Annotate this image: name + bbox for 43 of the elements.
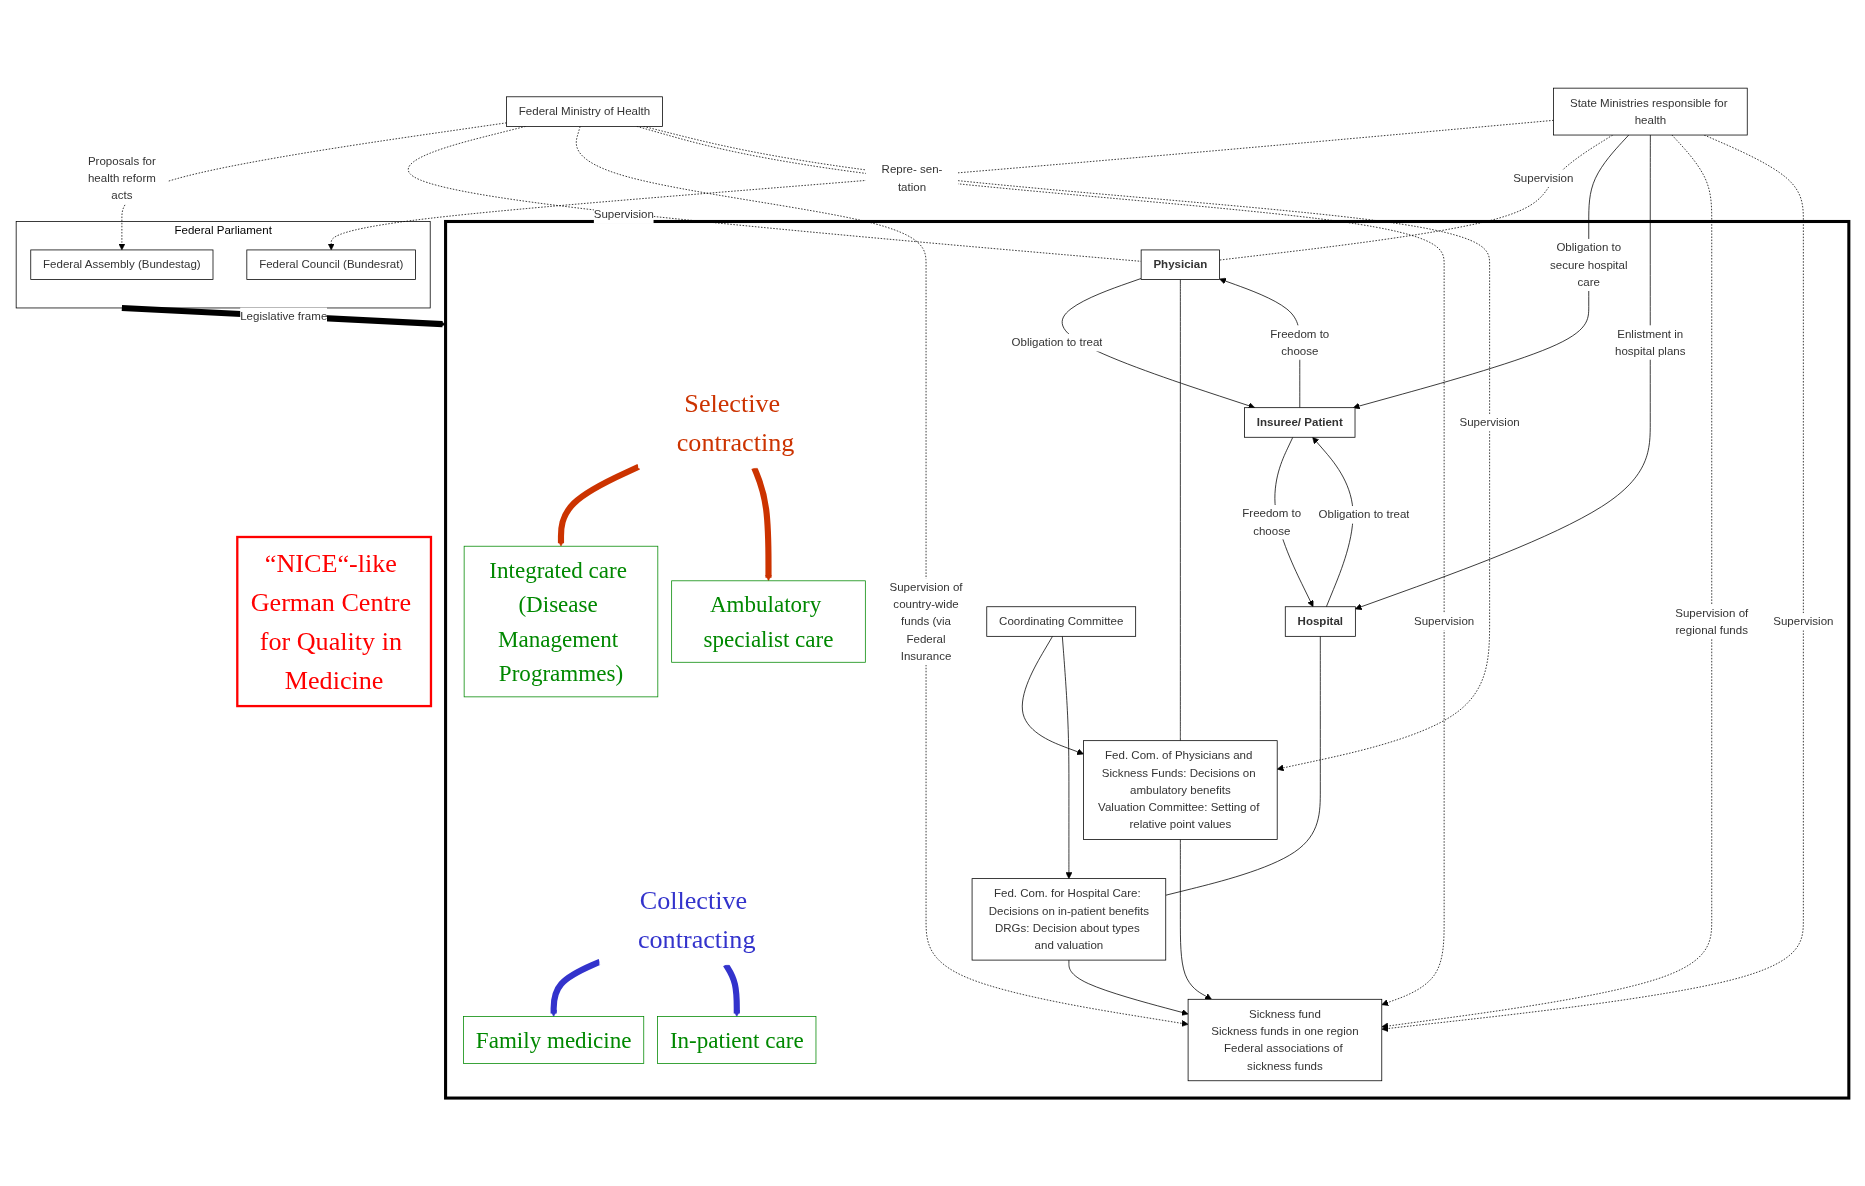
arrow [550, 958, 602, 1017]
node-box: Sickness fund Sickness funds in one region Federal associations of sickness funds [1187, 998, 1383, 1082]
edge-label: Repre- sen- tation [881, 162, 943, 193]
edge-label: Obligation to treat [1011, 335, 1103, 349]
node-box: “NICE“-like German Centre for Quality in Medicine [236, 535, 433, 708]
arrow [121, 304, 446, 328]
node-box: Physician [1140, 249, 1220, 280]
node-box: Federal Council (Bundesrat) [246, 249, 416, 280]
node-text: Selective contracting [676, 388, 795, 457]
node-box: Federal Assembly (Bundestag) [30, 249, 214, 280]
edge-label: Supervision [1459, 415, 1520, 429]
edge-label: Freedom to choose [1242, 506, 1302, 537]
cluster [444, 219, 1851, 1100]
edge-label: Obligation to secure hospital care [1549, 240, 1628, 288]
connector [1165, 635, 1321, 896]
arrow [751, 466, 772, 581]
node-box: Family medicine [463, 1016, 645, 1064]
node-box: Ambulatory specialist care [671, 580, 866, 663]
edge-label: Supervision of country-wide funds (via Federal Insurance [889, 579, 963, 662]
node-box: Hospital [1284, 606, 1356, 637]
edge-label: Freedom to choose [1270, 326, 1330, 358]
node-box: In-patient care [657, 1016, 817, 1064]
edge-label: Enlistment in hospital plans [1614, 326, 1686, 358]
edge-label: Legislative frame [240, 308, 328, 322]
node-box: Coordinating Committee [986, 606, 1137, 637]
edge-label: Supervision of regional funds [1675, 605, 1749, 637]
node-text: Collective contracting [637, 885, 756, 954]
edge-label: Obligation to treat [1318, 507, 1410, 521]
edge-label: Proposals for health reform acts [87, 153, 156, 202]
edge-label: Supervision [1513, 171, 1574, 185]
connector [407, 125, 1142, 262]
node-box: Insuree/ Patient [1244, 407, 1356, 438]
node-box: Fed. Com. of Physicians and Sickness Funds: Decisions on ambulatory benefits Valuation Committee: Setting of relative point values [1083, 740, 1278, 840]
connector [1179, 279, 1181, 741]
node-box: Fed. Com. for Hospital Care: Decisions on in-patient benefits DRGs: Decision about types and valuation [971, 878, 1167, 961]
arrow [557, 463, 640, 547]
edge-label: Supervision [1414, 614, 1475, 628]
connector [1219, 134, 1614, 261]
node-box: State Ministries responsible for health [1553, 87, 1748, 136]
edge-label: Supervision [1773, 614, 1834, 628]
node-box: Federal Ministry of Health [506, 96, 663, 127]
node-box: Integrated care (Disease Management Programmes) [463, 545, 659, 698]
edge-label: Supervision [593, 207, 654, 221]
